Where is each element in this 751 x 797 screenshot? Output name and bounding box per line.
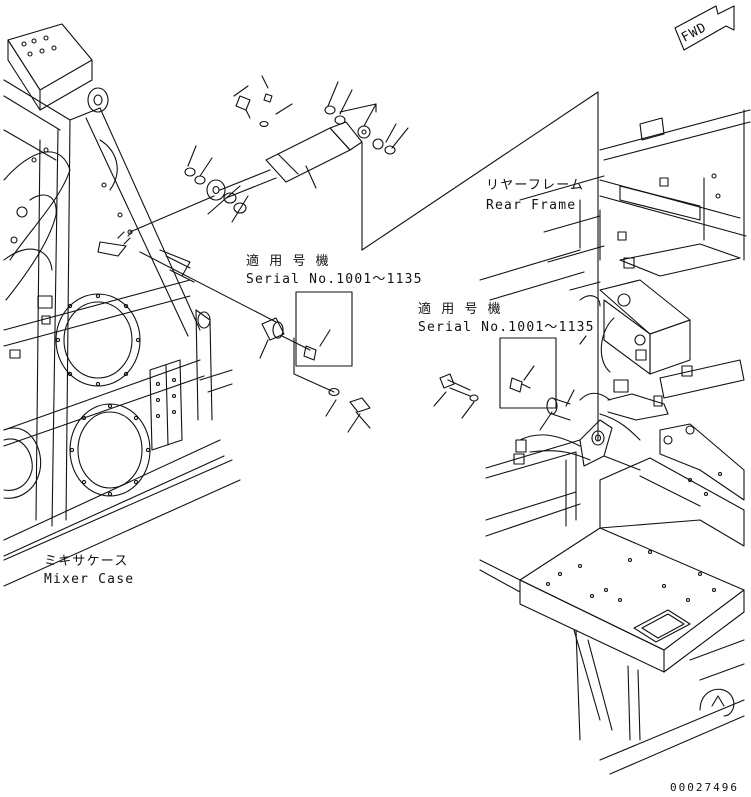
- applicable-serial-jp-right: 適 用 号 機: [418, 302, 502, 317]
- fwd-label: FWD: [679, 20, 710, 46]
- rear-frame-en-label: Rear Frame: [486, 198, 577, 213]
- cylinder-assembly: [184, 75, 409, 223]
- serial-range-right: Serial No.1001～1135: [418, 320, 595, 335]
- serial-callout-box-right: [499, 337, 557, 409]
- assembly-leader-lines: [129, 91, 599, 441]
- mixer-case-en-label: Mixer Case: [44, 572, 135, 587]
- mixer-case-jp-label: ミキサケース: [44, 554, 129, 569]
- drawing-number: 00027496: [670, 781, 739, 794]
- rear-frame-jp-label: リヤーフレーム: [486, 178, 585, 193]
- serial-callout-box-left: [295, 291, 353, 367]
- rear-frame-drawing: [479, 109, 751, 775]
- serial-range-left: Serial No.1001～1135: [246, 272, 423, 287]
- applicable-serial-jp-left: 適 用 号 機: [246, 254, 330, 269]
- right-serial-parts: [433, 365, 575, 431]
- forward-arrow-icon: [674, 5, 735, 51]
- mixer-case-drawing: [3, 23, 241, 587]
